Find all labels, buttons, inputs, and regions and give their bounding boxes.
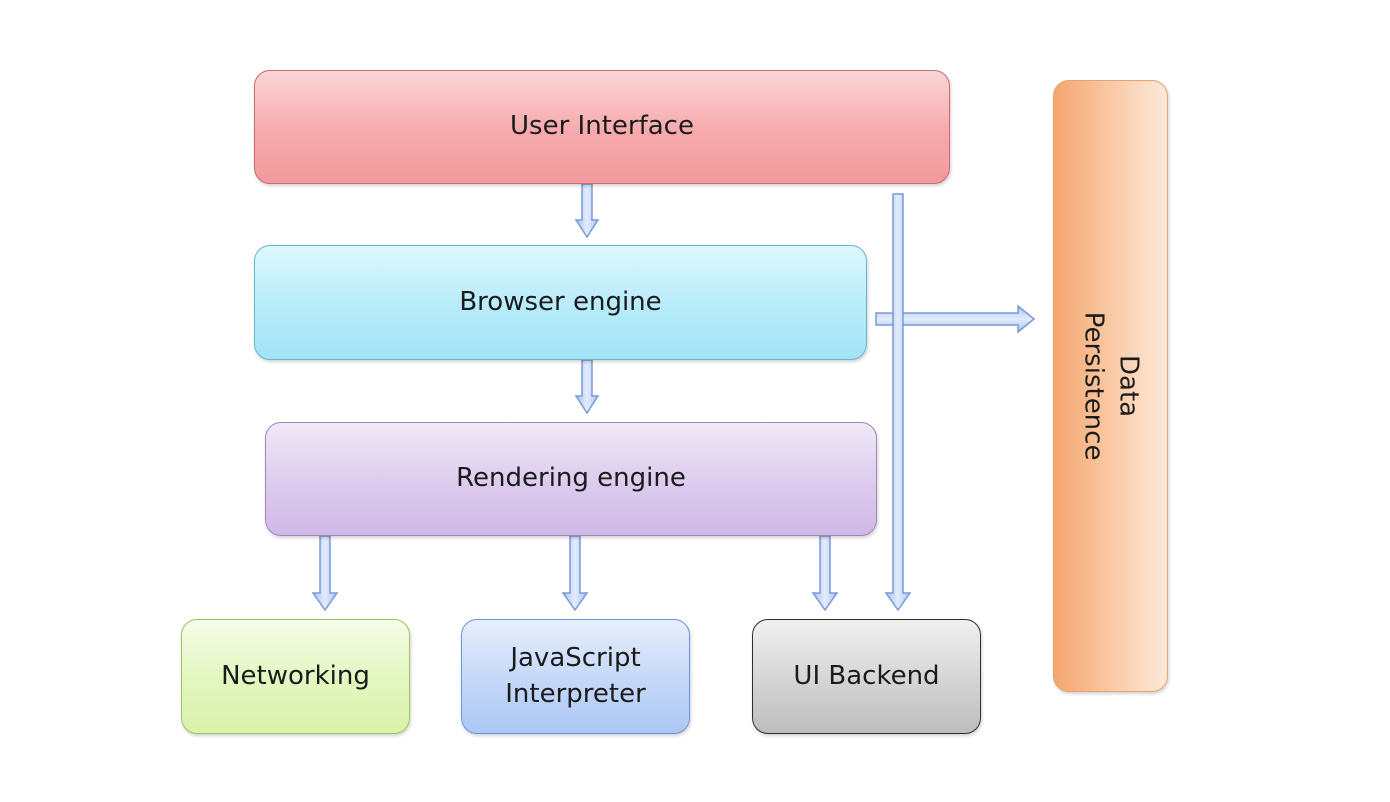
data-persistence-box: Data Persistence [1053, 80, 1168, 692]
arrow-user-interface-to-ui-backend [884, 193, 912, 612]
browser-engine-label: Browser engine [459, 286, 662, 317]
data-persistence-label: Data Persistence [1078, 311, 1144, 461]
ui-backend-box: UI Backend [752, 619, 981, 734]
arrow-rendering-engine-to-ui-backend [811, 535, 839, 612]
arrow-browser-engine-to-rendering-engine [574, 359, 600, 415]
ui-backend-label: UI Backend [793, 660, 940, 691]
rendering-engine-label: Rendering engine [456, 463, 686, 494]
networking-label: Networking [221, 660, 370, 691]
browser-engine-box: Browser engine [254, 245, 867, 360]
javascript-interpreter-label: JavaScript Interpreter [505, 643, 646, 709]
user-interface-label: User Interface [510, 111, 694, 142]
user-interface-box: User Interface [254, 70, 950, 184]
arrow-rendering-engine-to-networking [311, 535, 339, 612]
rendering-engine-box: Rendering engine [265, 422, 877, 536]
networking-box: Networking [181, 619, 410, 734]
javascript-interpreter-box: JavaScript Interpreter [461, 619, 690, 734]
arrow-rendering-engine-to-javascript-interpreter [561, 535, 589, 612]
arrow-ui-to-browser-engine [574, 183, 600, 239]
